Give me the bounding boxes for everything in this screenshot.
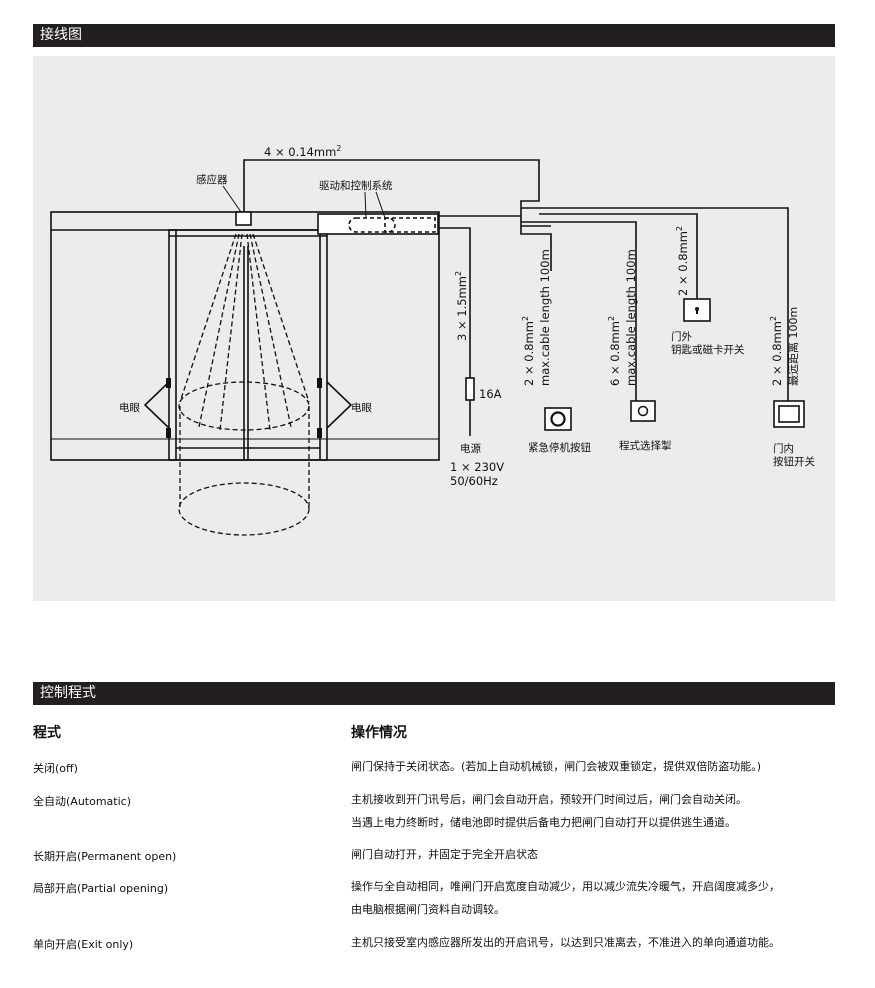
table-row-description: 操作与全自动相同，唯闸门开启宽度自动减少，用以减少流失冷暖气，开启阔度减多少， … — [351, 880, 780, 916]
svg-text:max.cable length 100m: max.cable length 100m — [624, 249, 638, 386]
control-program-header: 控制程式 — [33, 682, 835, 705]
sensor-label: 感应器 — [196, 173, 228, 186]
inside-label-line2: 按钮开关 — [773, 455, 815, 468]
svg-text:max.cable length 100m: max.cable length 100m — [538, 249, 552, 386]
svg-text:2 × 0.8mm2: 2 × 0.8mm2 — [769, 316, 784, 386]
control-program-title: 控制程式 — [40, 685, 96, 701]
inside-label-line1: 门内 — [773, 442, 794, 455]
door-frame — [50, 211, 440, 461]
wiring-diagram: 4 × 0.14mm2 感应器 驱动和控制系统 电眼 电眼 16A 电源 1 ×… — [33, 56, 835, 601]
sensor-cable-label: 4 × 0.14mm2 — [264, 144, 341, 159]
emergency-stop-box — [544, 407, 572, 431]
inside-switch-cable — [521, 207, 789, 401]
wiring-diagram-svg: 4 × 0.14mm2 感应器 驱动和控制系统 电眼 电眼 16A 电源 1 ×… — [50, 144, 815, 536]
table-row-description: 主机接收到开门讯号后，闸门会自动开启，预较开门时间过后，闸门会自动关闭。 当遇上… — [351, 793, 747, 829]
program-selector-box — [630, 400, 656, 422]
push-button-icon — [778, 405, 800, 423]
svg-text:6 × 0.8mm2: 6 × 0.8mm2 — [607, 316, 622, 386]
power-spec-frequency: 50/60Hz — [450, 474, 498, 488]
column-header-mode: 程式 — [33, 725, 61, 741]
svg-text:3 × 1.5mm2: 3 × 1.5mm2 — [454, 271, 469, 341]
program-selector-icon — [637, 405, 649, 417]
power-label: 电源 — [460, 442, 481, 455]
svg-text:最远距离 100m: 最远距离 100m — [786, 307, 800, 386]
emergency-cable-label: 2 × 0.8mm2 max.cable length 100m — [521, 249, 552, 386]
power-cable — [438, 227, 471, 378]
detection-field — [178, 233, 310, 536]
photo-eye-right — [326, 381, 353, 429]
power-cable-label: 3 × 1.5mm2 — [454, 271, 469, 341]
fuse-icon — [465, 377, 475, 401]
table-row-description: 闸门保持于关闭状态。(若加上自动机械锁，闸门会被双重锁定，提供双倍防盗功能。) — [351, 760, 762, 773]
svg-text:2 × 0.8mm2: 2 × 0.8mm2 — [675, 226, 690, 296]
power-spec-voltage: 1 × 230V — [450, 460, 504, 474]
emergency-stop-icon — [550, 411, 566, 427]
wiring-diagram-title: 接线图 — [40, 27, 82, 43]
table-row-mode: 局部开启(Partial opening) — [33, 882, 169, 895]
program-selector-label: 程式选择掣 — [619, 439, 672, 452]
column-header-description: 操作情况 — [351, 725, 407, 741]
sensor-cable — [243, 159, 552, 271]
table-row-mode: 全自动(Automatic) — [33, 795, 131, 808]
outside-cable-label: 2 × 0.8mm2 — [675, 226, 690, 296]
drive-unit — [348, 217, 396, 233]
program-cable-label: 6 × 0.8mm2 max.cable length 100m — [607, 249, 638, 386]
wiring-diagram-header: 接线图 — [33, 24, 835, 47]
outside-switch-cable — [539, 213, 698, 299]
photo-eye-right-label: 电眼 — [351, 401, 372, 414]
sensor-box — [235, 211, 252, 226]
table-row-description: 闸门自动打开，并固定于完全开启状态 — [351, 848, 538, 861]
program-cable — [521, 221, 637, 401]
inside-cable-label: 2 × 0.8mm2 最远距离 100m — [769, 307, 800, 386]
table-row-mode: 关闭(off) — [33, 762, 78, 775]
svg-text:2 × 0.8mm2: 2 × 0.8mm2 — [521, 316, 536, 386]
drive-control-label: 驱动和控制系统 — [319, 179, 393, 192]
table-row-description: 主机只接受室内感应器所发出的开启讯号，以达到只准离去，不准进入的单向通道功能。 — [351, 936, 780, 949]
control-unit — [384, 217, 436, 233]
photo-eye-left-label: 电眼 — [119, 401, 140, 414]
emergency-stop-label: 紧急停机按钮 — [528, 441, 591, 454]
table-row-mode: 长期开启(Permanent open) — [33, 850, 177, 863]
table-row-mode: 单向开启(Exit only) — [33, 938, 134, 951]
outside-label-line1: 门外 — [671, 330, 692, 343]
outside-label-line2: 钥匙或磁卡开关 — [671, 343, 745, 356]
photo-eye-left — [143, 381, 170, 429]
fuse-label: 16A — [479, 387, 502, 401]
